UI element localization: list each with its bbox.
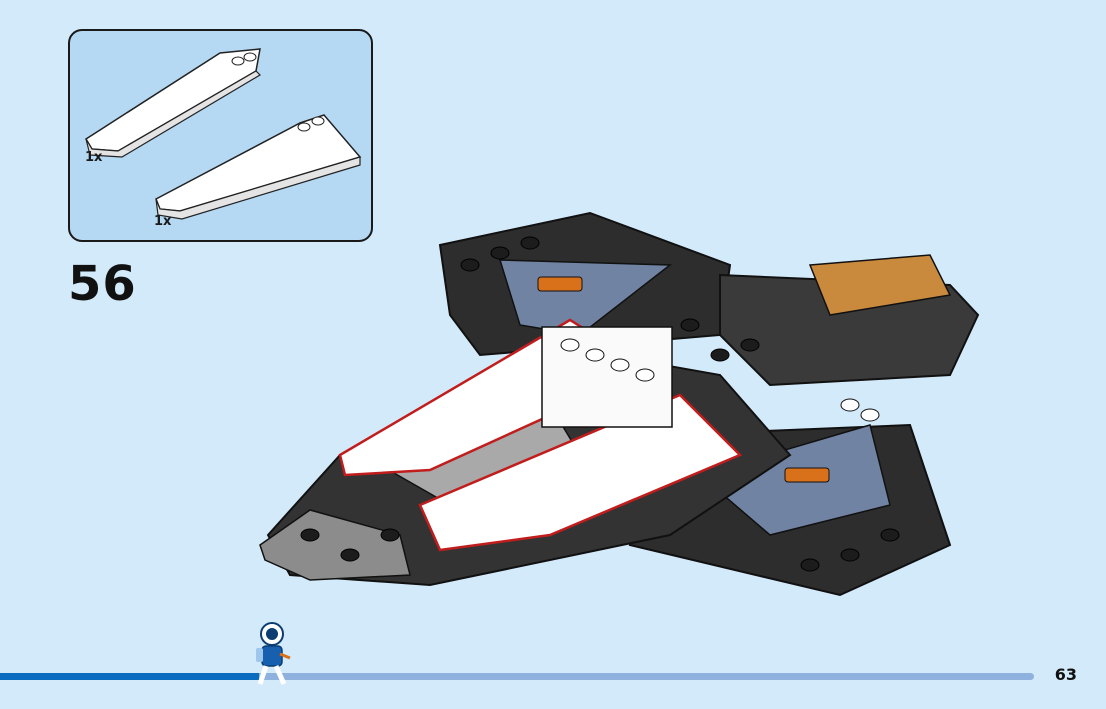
part-quantity: 1x [85,150,102,165]
wedge-piece-1 [86,49,260,157]
build-progress-fill [0,673,259,680]
page-number: 63 [1055,665,1077,684]
build-progress-bar [0,673,1034,680]
step-number: 56 [68,256,137,312]
part-quantity: 1x [154,214,171,229]
astronaut-runner-icon [250,620,294,690]
spaceship-model-illustration [250,205,990,605]
wedge-piece-2 [156,115,360,219]
